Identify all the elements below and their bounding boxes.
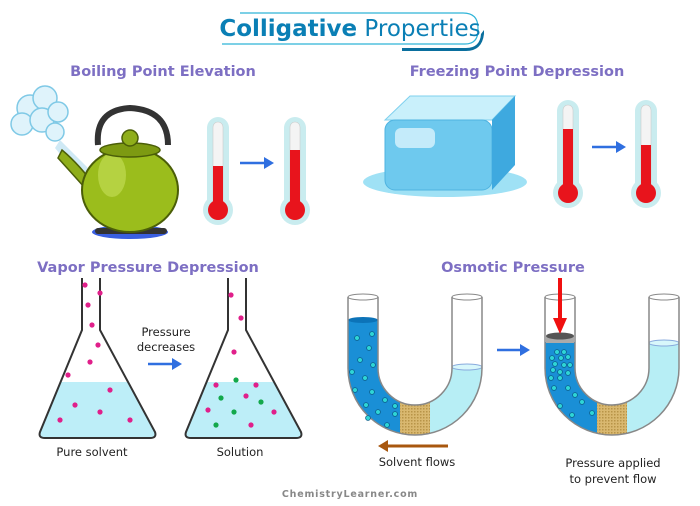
caption-solution: Solution bbox=[217, 445, 264, 459]
ice-cube-illustration bbox=[363, 95, 527, 197]
particle bbox=[382, 397, 388, 403]
particle bbox=[248, 422, 254, 428]
heading-boiling-point: Boiling Point Elevation bbox=[70, 64, 256, 80]
particle bbox=[95, 342, 101, 348]
particle bbox=[550, 367, 556, 373]
particle bbox=[557, 369, 563, 375]
particle bbox=[384, 422, 390, 428]
particle bbox=[549, 355, 555, 361]
u-tube-left bbox=[347, 293, 483, 436]
title-banner: Colligative Properties bbox=[219, 12, 484, 51]
particle bbox=[392, 403, 398, 409]
particle bbox=[363, 402, 369, 408]
particle bbox=[97, 409, 103, 415]
particle bbox=[352, 387, 358, 393]
particle bbox=[228, 292, 234, 298]
particle bbox=[87, 359, 93, 365]
particle bbox=[375, 409, 381, 415]
heading-vapor-pressure: Vapor Pressure Depression bbox=[37, 260, 259, 276]
particle bbox=[366, 345, 372, 351]
particle bbox=[258, 399, 264, 405]
u-tube-right bbox=[544, 278, 680, 436]
particle bbox=[107, 387, 113, 393]
particle bbox=[354, 335, 360, 341]
particle bbox=[569, 412, 575, 418]
particle bbox=[561, 362, 567, 368]
steam-icon bbox=[10, 85, 69, 142]
particle bbox=[127, 417, 133, 423]
particle bbox=[271, 409, 277, 415]
thermometer-after bbox=[279, 116, 311, 226]
particle bbox=[579, 399, 585, 405]
particle bbox=[369, 389, 375, 395]
particle bbox=[557, 403, 563, 409]
particle bbox=[213, 382, 219, 388]
particle bbox=[57, 417, 63, 423]
particle bbox=[362, 375, 368, 381]
particle bbox=[558, 355, 564, 361]
particle bbox=[89, 322, 95, 328]
particle bbox=[85, 302, 91, 308]
particle bbox=[552, 361, 558, 367]
particle bbox=[565, 385, 571, 391]
particle bbox=[243, 393, 249, 399]
particle bbox=[205, 407, 211, 413]
particle bbox=[218, 395, 224, 401]
particle bbox=[233, 377, 239, 383]
flask-solution bbox=[184, 278, 303, 439]
particle bbox=[82, 282, 88, 288]
kettle-illustration bbox=[10, 85, 179, 239]
particle bbox=[72, 402, 78, 408]
particle bbox=[392, 411, 398, 417]
caption-pressure-applied-line2: to prevent flow bbox=[569, 472, 656, 486]
particle bbox=[369, 331, 375, 337]
particle bbox=[554, 349, 560, 355]
particle bbox=[65, 372, 71, 378]
flask-pure-solvent bbox=[38, 278, 157, 439]
heading-osmotic-pressure: Osmotic Pressure bbox=[441, 260, 585, 276]
page-title: Colligative Properties bbox=[219, 16, 480, 42]
particle bbox=[231, 409, 237, 415]
thermometer-after bbox=[630, 99, 662, 209]
particle bbox=[357, 357, 363, 363]
particle bbox=[213, 422, 219, 428]
pressure-label-line1: Pressure bbox=[141, 325, 190, 339]
particle bbox=[253, 382, 259, 388]
caption-pure-solvent: Pure solvent bbox=[56, 445, 128, 459]
particle bbox=[370, 362, 376, 368]
particle bbox=[557, 375, 563, 381]
footer-credit: ChemistryLearner.com bbox=[282, 489, 418, 500]
particle bbox=[548, 375, 554, 381]
particle bbox=[349, 369, 355, 375]
heading-freezing-point: Freezing Point Depression bbox=[410, 64, 625, 80]
particle bbox=[567, 362, 573, 368]
particle bbox=[589, 410, 595, 416]
thermometer-before bbox=[552, 99, 584, 209]
particle bbox=[565, 354, 571, 360]
thermometer-before bbox=[202, 116, 234, 226]
caption-solvent-flows: Solvent flows bbox=[379, 455, 456, 469]
particle bbox=[238, 315, 244, 321]
caption-pressure-applied-line1: Pressure applied bbox=[565, 456, 660, 470]
particle bbox=[572, 392, 578, 398]
particle bbox=[551, 385, 557, 391]
particle bbox=[365, 415, 371, 421]
particle bbox=[231, 349, 237, 355]
particle bbox=[561, 349, 567, 355]
particle bbox=[565, 370, 571, 376]
particle bbox=[97, 290, 103, 296]
pressure-label-line2: decreases bbox=[137, 340, 195, 354]
